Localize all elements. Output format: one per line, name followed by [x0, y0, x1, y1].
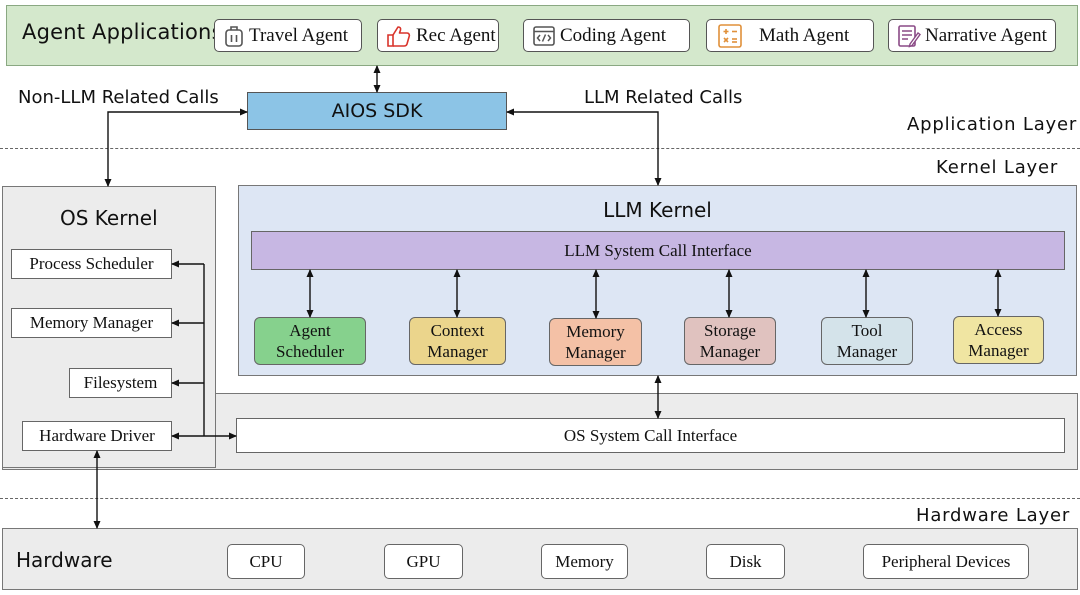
disk-box[interactable]: Disk — [706, 544, 785, 579]
filesystem-box[interactable]: Filesystem — [69, 368, 172, 398]
rec-agent-box[interactable]: Rec Agent — [377, 19, 499, 52]
application-kernel-divider — [0, 148, 1080, 149]
travel-agent-label: Travel Agent — [249, 24, 349, 46]
hardware-driver-box[interactable]: Hardware Driver — [22, 421, 172, 451]
llm-system-call-interface[interactable]: LLM System Call Interface — [251, 231, 1065, 270]
non-llm-calls-label: Non-LLM Related Calls — [18, 87, 219, 108]
code-window-icon — [533, 25, 555, 46]
peripheral-devices-box[interactable]: Peripheral Devices — [863, 544, 1029, 579]
tool-manager-line1: Tool — [851, 321, 883, 340]
travel-agent-box[interactable]: Travel Agent — [214, 19, 362, 52]
context-manager-line2: Manager — [427, 342, 488, 361]
context-manager-line1: Context — [430, 321, 485, 340]
access-manager-line2: Manager — [968, 341, 1029, 360]
agent-applications-title: Agent Applications — [22, 20, 223, 44]
llm-calls-label: LLM Related Calls — [584, 87, 743, 108]
memory-hardware-box[interactable]: Memory — [541, 544, 628, 579]
coding-agent-label: Coding Agent — [560, 24, 667, 46]
math-agent-box[interactable]: Math Agent — [706, 19, 874, 52]
narrative-agent-label: Narrative Agent — [925, 24, 1047, 46]
math-agent-label: Math Agent — [759, 24, 850, 46]
access-manager-line1: Access — [974, 320, 1023, 339]
hardware-layer-label: Hardware Layer — [916, 505, 1071, 526]
agent-scheduler-line1: Agent — [289, 321, 331, 340]
os-system-call-interface[interactable]: OS System Call Interface — [236, 418, 1065, 453]
tool-manager-line2: Manager — [836, 342, 898, 361]
narrative-agent-box[interactable]: Narrative Agent — [888, 19, 1056, 52]
kernel-hardware-divider — [0, 498, 1080, 499]
aios-sdk-box[interactable]: AIOS SDK — [247, 92, 507, 130]
hardware-title: Hardware — [16, 548, 113, 572]
rec-agent-label: Rec Agent — [416, 24, 496, 46]
memory-manager-line1: Memory — [566, 322, 625, 341]
gpu-box[interactable]: GPU — [384, 544, 463, 579]
process-scheduler-box[interactable]: Process Scheduler — [11, 249, 172, 279]
kernel-layer-label: Kernel Layer — [936, 157, 1059, 178]
coding-agent-box[interactable]: Coding Agent — [523, 19, 690, 52]
storage-manager-line2: Manager — [699, 342, 761, 361]
document-pen-icon — [898, 24, 921, 48]
memory-manager-os-box[interactable]: Memory Manager — [11, 308, 172, 338]
calculator-icon — [718, 23, 742, 48]
memory-manager-line2: Manager — [565, 343, 626, 362]
agent-scheduler-line2: Scheduler — [276, 342, 344, 361]
llm-kernel-title: LLM Kernel — [603, 198, 712, 222]
os-kernel-title: OS Kernel — [60, 206, 158, 230]
luggage-icon — [225, 25, 243, 47]
cpu-box[interactable]: CPU — [227, 544, 305, 579]
thumbs-up-icon — [387, 25, 411, 47]
llm-kernel-panel — [238, 185, 1077, 376]
application-layer-label: Application Layer — [907, 114, 1078, 135]
storage-manager-line1: Storage — [704, 321, 756, 340]
